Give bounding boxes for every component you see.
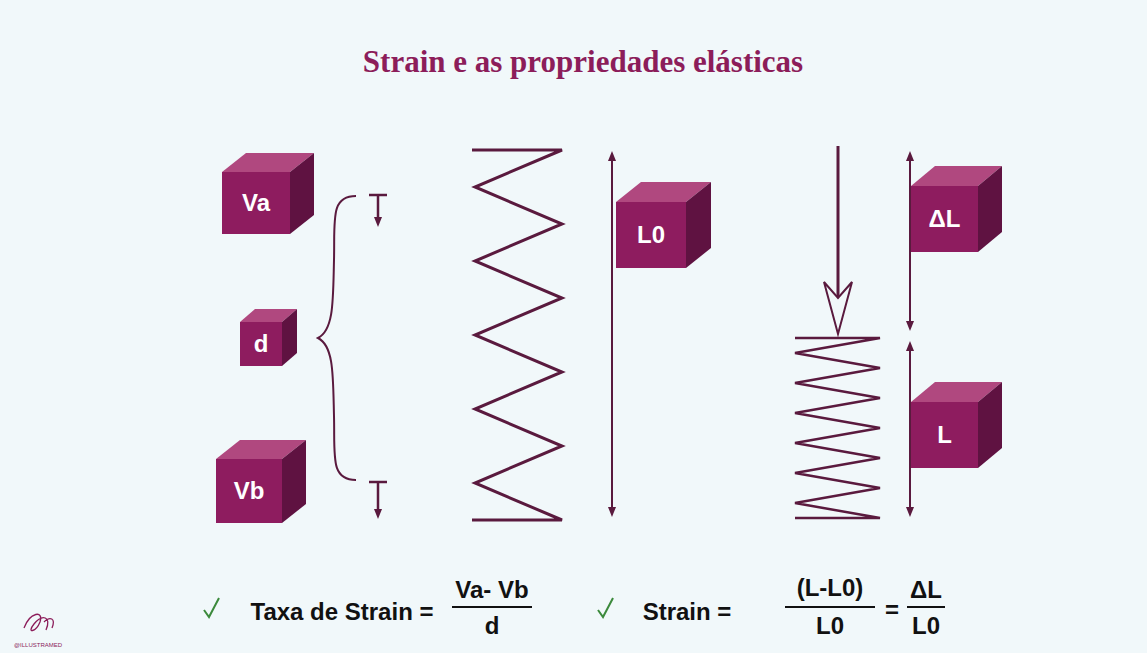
cube-box: L — [911, 402, 978, 468]
formula-text: (L-L0) — [797, 574, 864, 602]
check-mark — [598, 598, 613, 617]
cube-shape — [240, 309, 297, 366]
length-arrow — [611, 156, 613, 512]
formula-text: ΔL — [910, 576, 942, 604]
fraction-bar — [907, 606, 945, 608]
cube-label: L0 — [637, 221, 665, 249]
cube-box: Va — [222, 172, 290, 234]
spring-compressed — [795, 338, 880, 518]
force-arrow — [824, 146, 852, 334]
cube-label: Va — [242, 189, 270, 217]
formula-text: = — [885, 596, 899, 624]
fraction-bar — [785, 606, 875, 608]
formula-text: Strain = — [643, 598, 732, 626]
cube-box: Vb — [216, 459, 282, 523]
cube-box: L0 — [616, 202, 686, 268]
position-arrows — [369, 195, 387, 514]
fraction-bar — [452, 606, 532, 608]
watermark: @ILLUSTRAMED — [14, 642, 62, 648]
formula-text: Taxa de Strain = — [251, 598, 434, 626]
cube-shape — [911, 382, 1002, 468]
formula-text: L0 — [912, 612, 940, 640]
check-mark — [204, 598, 219, 617]
logo — [24, 614, 53, 630]
formula-text: Va- Vb — [455, 576, 528, 604]
title: Strain e as propriedades elásticas — [363, 44, 803, 80]
cube-label: d — [254, 330, 269, 358]
brace — [318, 196, 356, 480]
cube-box: d — [240, 322, 282, 366]
spring-relaxed — [472, 150, 562, 520]
cube-label: ΔL — [929, 205, 961, 233]
formula-text: L0 — [816, 612, 844, 640]
cube-label: L — [937, 421, 952, 449]
formula-text: d — [485, 612, 500, 640]
cube-box: ΔL — [911, 186, 978, 252]
cube-label: Vb — [234, 477, 265, 505]
